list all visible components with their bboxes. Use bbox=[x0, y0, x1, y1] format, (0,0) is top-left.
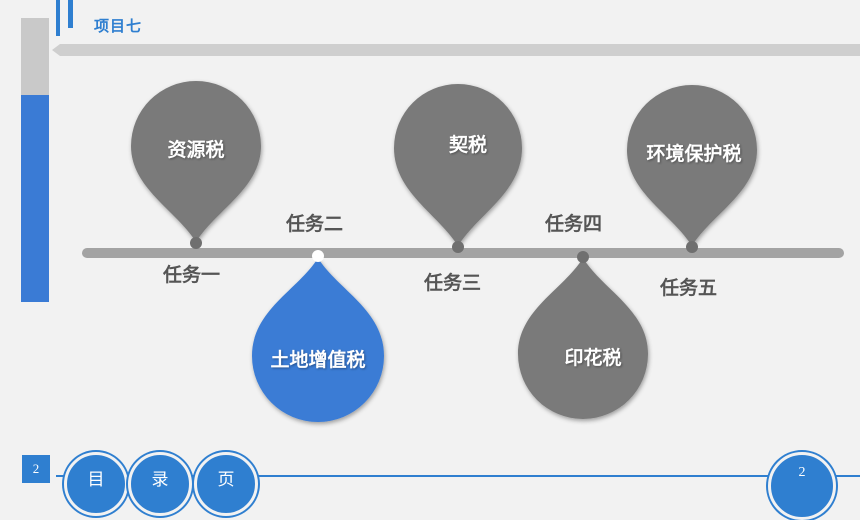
pin-shape-5 bbox=[627, 85, 757, 246]
page-number-label: 2 bbox=[798, 465, 806, 480]
nav-tab-ye[interactable]: 页 bbox=[194, 452, 258, 516]
timeline-bar bbox=[82, 248, 844, 258]
pin-shape-1 bbox=[131, 81, 261, 242]
header-accent-bar bbox=[56, 0, 60, 36]
task-label-3: 任务三 bbox=[424, 272, 482, 294]
timeline-node bbox=[686, 241, 698, 253]
header-accent-bar bbox=[68, 0, 73, 28]
slide-number-badge: 2 bbox=[22, 455, 50, 483]
side-bar-gray bbox=[21, 18, 49, 95]
timeline-node bbox=[190, 237, 202, 249]
page-number-button[interactable]: 2 bbox=[768, 452, 836, 520]
timeline-node bbox=[312, 250, 324, 262]
task-label-4: 任务四 bbox=[545, 213, 603, 235]
side-bar-blue bbox=[21, 95, 49, 302]
timeline-node bbox=[452, 241, 464, 253]
nav-tab-lu[interactable]: 录 bbox=[128, 452, 192, 516]
nav-tab-mu[interactable]: 目 bbox=[64, 452, 128, 516]
task-label-1: 任务一 bbox=[163, 264, 221, 286]
task-label-2: 任务二 bbox=[286, 213, 344, 235]
task-label-5: 任务五 bbox=[660, 277, 718, 299]
pin-label-3: 契税 bbox=[448, 134, 487, 156]
timeline-node bbox=[577, 251, 589, 263]
pin-shape-4 bbox=[518, 258, 648, 419]
pin-shape-2 bbox=[252, 258, 384, 422]
nav-tab-label: 目 bbox=[87, 470, 105, 490]
page-title: 项目七 bbox=[94, 17, 143, 35]
nav-tab-label: 页 bbox=[217, 470, 235, 490]
header-divider bbox=[52, 44, 860, 56]
timeline-pins-graphic bbox=[131, 81, 757, 422]
pin-label-2: 土地增值税 bbox=[270, 349, 366, 371]
pin-label-4: 印花税 bbox=[564, 347, 622, 369]
pin-label-5: 环境保护税 bbox=[646, 143, 742, 165]
nav-tab-label: 录 bbox=[151, 470, 169, 490]
pin-label-1: 资源税 bbox=[167, 139, 225, 161]
footer-line bbox=[56, 475, 860, 477]
pin-shape-3 bbox=[394, 84, 522, 246]
